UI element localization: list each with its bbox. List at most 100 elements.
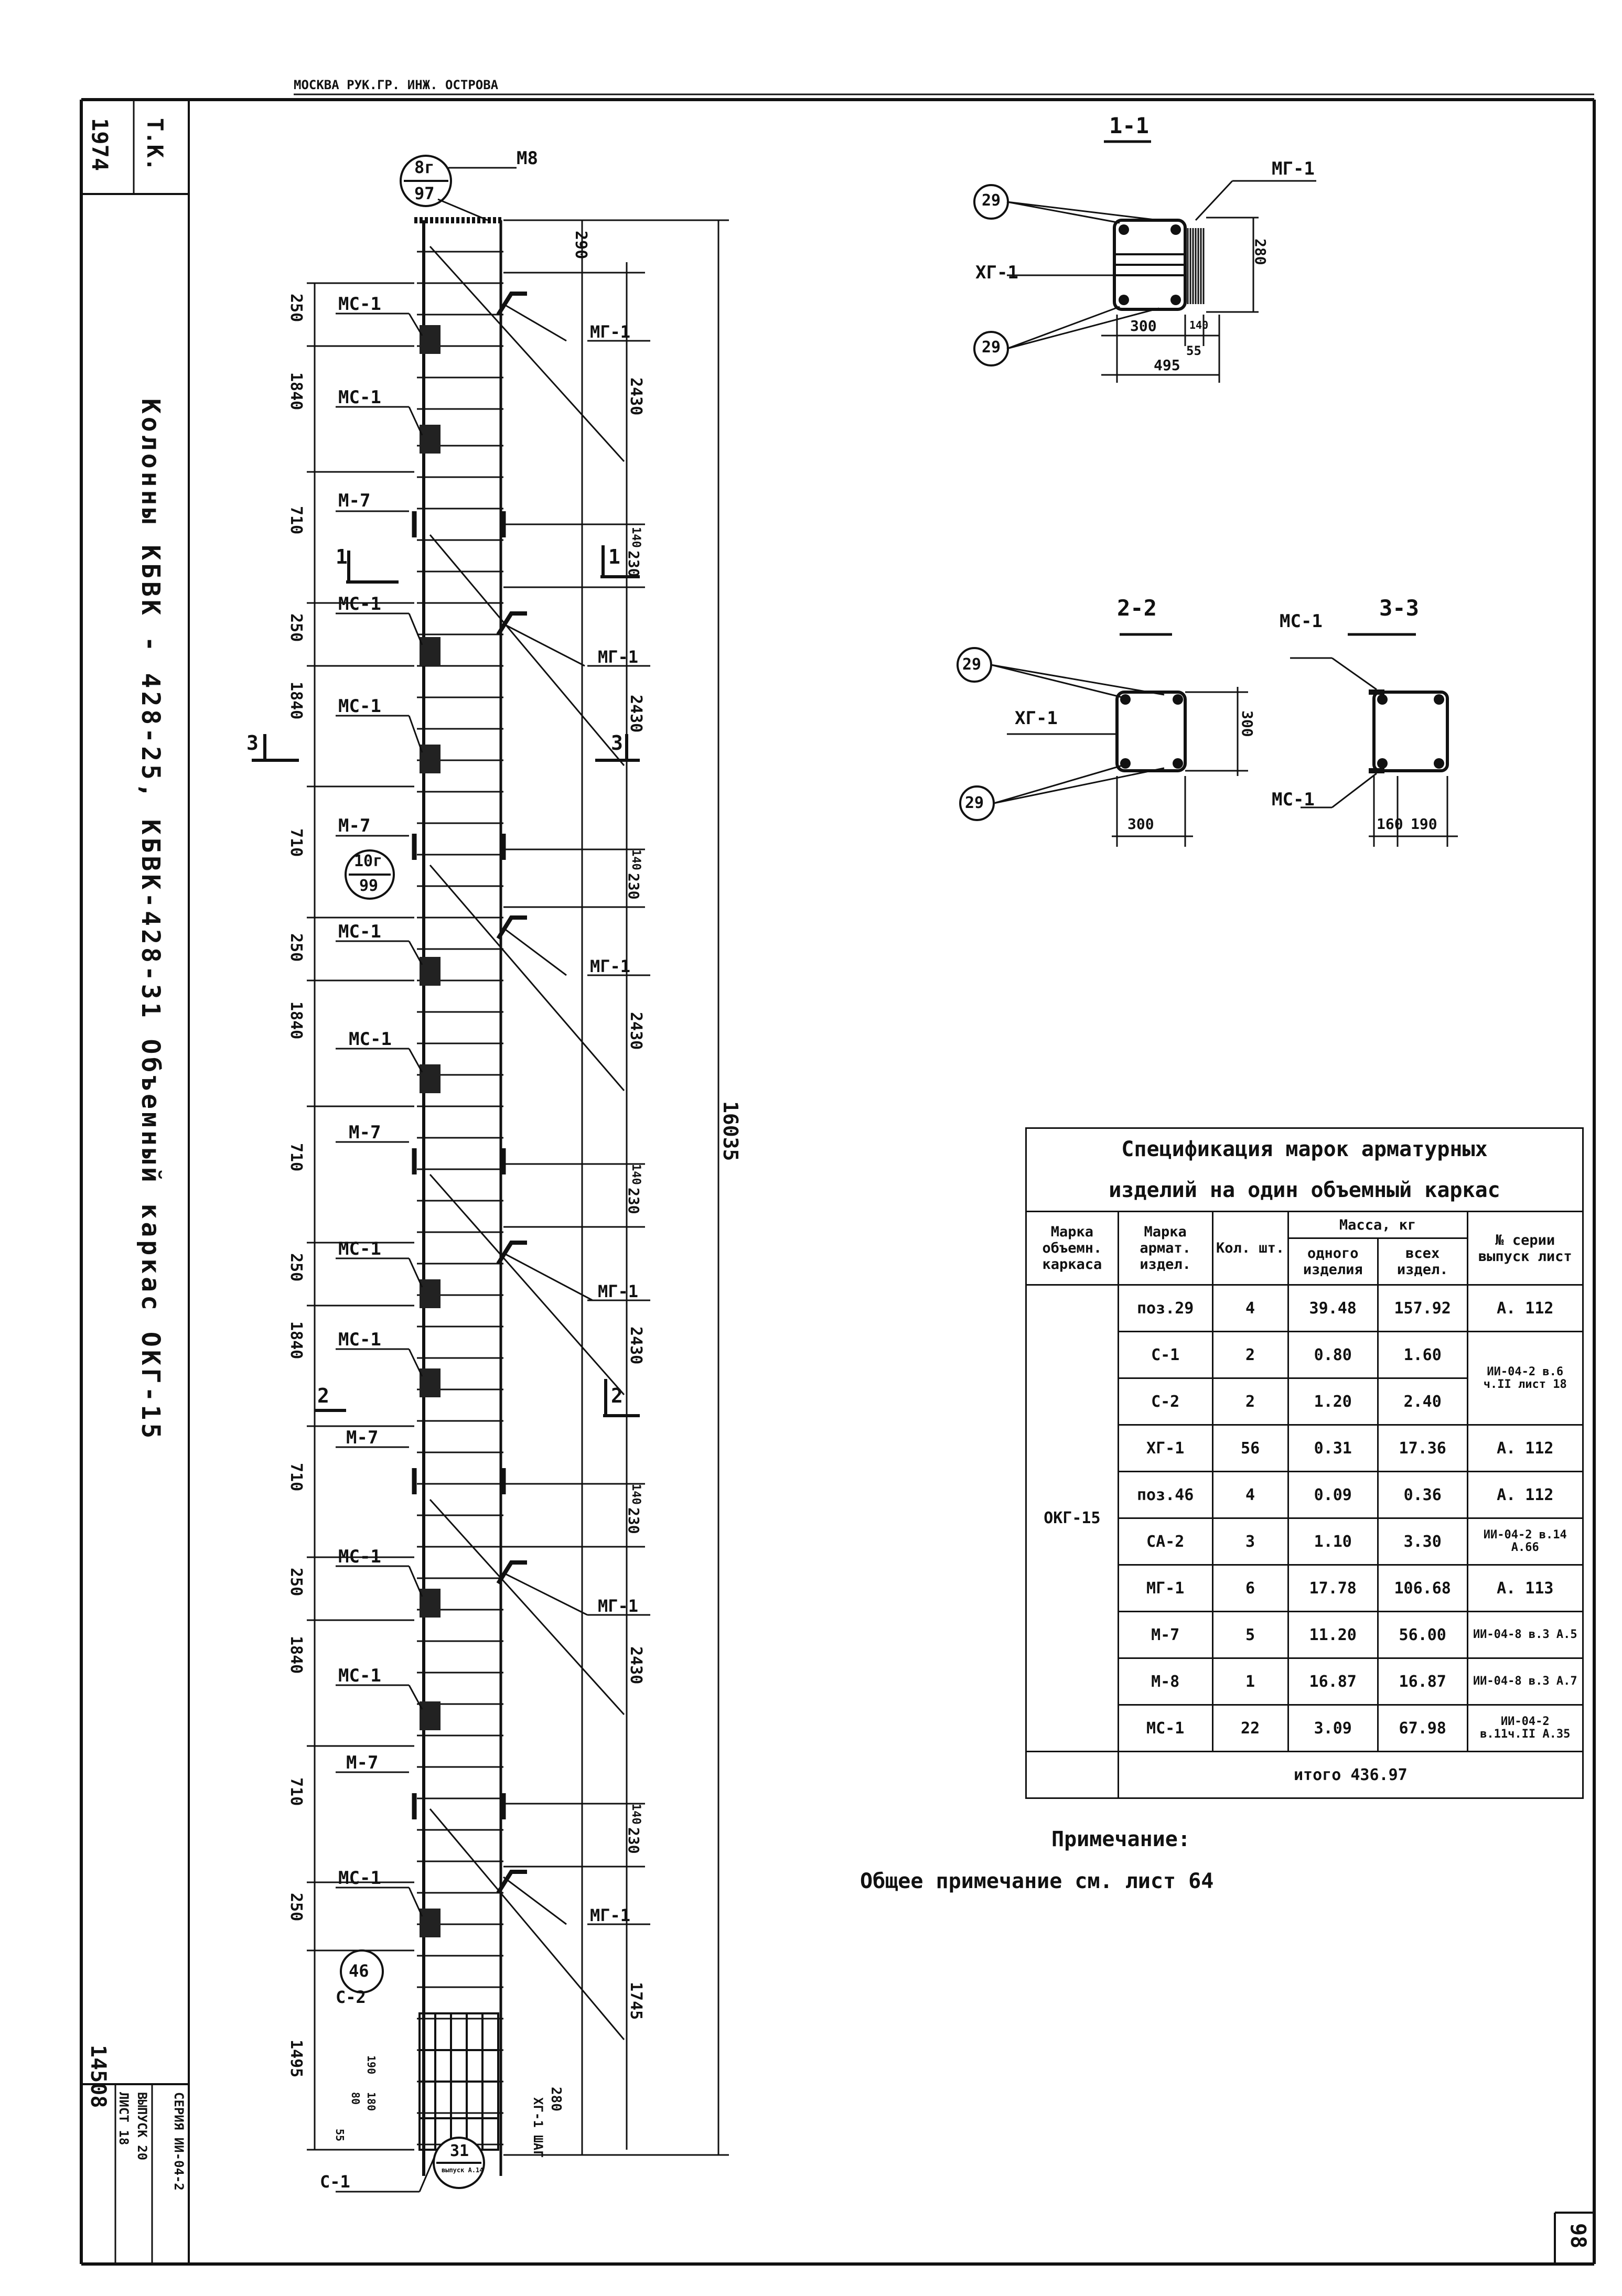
- spec-cell-qty: 2: [1211, 1377, 1289, 1426]
- label-mg1: МГ-1: [590, 1905, 631, 1925]
- dim-left-1840: 1840: [287, 1001, 305, 1040]
- section-3-3-dim-190: 190: [1411, 815, 1437, 833]
- dim-290: 290: [572, 231, 590, 260]
- section-1-1-dim-140: 140: [1189, 319, 1209, 331]
- section-2-2-xg1: ХГ-1: [1015, 708, 1058, 729]
- spec-cell-all: 67.98: [1377, 1704, 1468, 1752]
- section-2-2-callout-29: 29: [965, 794, 984, 812]
- spec-cell-mark: ХГ-1: [1117, 1424, 1213, 1472]
- dim-left-250: 250: [287, 1893, 305, 1922]
- section-3-3-dim-160: 160: [1377, 815, 1403, 833]
- dim-left-1495: 1495: [287, 2040, 305, 2078]
- spec-cell-one: 1.20: [1287, 1377, 1379, 1426]
- dim-left-250: 250: [287, 1253, 305, 1282]
- label-m7: М-7: [346, 1752, 379, 1773]
- page-number: 98: [1566, 2223, 1590, 2249]
- spec-cell-one: 16.87: [1287, 1657, 1379, 1706]
- section-1-1-drawing: [973, 140, 1316, 383]
- label-mg1: МГ-1: [598, 1596, 639, 1616]
- cut-label-1-left: 1: [336, 545, 348, 568]
- label-mc1: МС-1: [338, 1238, 381, 1259]
- spec-title: Спецификация марок арматурных: [1025, 1127, 1584, 1170]
- dim-left-710: 710: [287, 828, 305, 857]
- section-1-1-title: 1-1: [1109, 113, 1149, 138]
- label-m7: М-7: [346, 1427, 379, 1448]
- spec-cell-mark: М-8: [1117, 1657, 1213, 1706]
- table-row: МС-1 22 3.09 67.98 ИИ-04-2 в.11ч.II А.35: [1026, 1704, 1584, 1752]
- spec-cell-qty: 2: [1211, 1331, 1289, 1379]
- dim-2430: 2430: [627, 378, 645, 416]
- callout-31: 31: [450, 2142, 469, 2160]
- spec-cell-one: 39.48: [1287, 1284, 1379, 1332]
- section-1-1-dim-300: 300: [1130, 317, 1157, 335]
- label-mg1: МГ-1: [590, 956, 631, 976]
- label-mg1: МГ-1: [590, 322, 631, 342]
- label-m8: М8: [517, 148, 538, 169]
- spec-cell-mark: С-2: [1117, 1377, 1213, 1426]
- spec-cell-ref: А. 112: [1466, 1284, 1584, 1332]
- column-elevation: [252, 155, 729, 2193]
- dim-left-250: 250: [287, 933, 305, 962]
- section-3-3-drawing: [1290, 633, 1458, 847]
- spec-cell-ref: ИИ-04-2 в.11ч.II А.35: [1466, 1704, 1584, 1752]
- section-3-3-title: 3-3: [1379, 595, 1419, 621]
- spec-cell-one: 11.20: [1287, 1611, 1379, 1659]
- table-row: поз.46 4 0.09 0.36 А. 112: [1026, 1471, 1584, 1519]
- section-2-2-dim-300h: 300: [1127, 815, 1154, 833]
- label-m7: М-7: [338, 490, 371, 511]
- spec-cell-mark: МГ-1: [1117, 1564, 1213, 1612]
- spec-cell-ref: ИИ-04-8 в.3 А.5: [1466, 1611, 1584, 1659]
- table-row: М-8 1 16.87 16.87 ИИ-04-8 в.3 А.7: [1026, 1657, 1584, 1706]
- dim-140: 140: [629, 1164, 642, 1185]
- dim-left-190: 190: [365, 2055, 378, 2075]
- note-text: Общее примечание см. лист 64: [860, 1869, 1214, 1893]
- spec-cell-one: 3.09: [1287, 1704, 1379, 1752]
- spec-header-mass: Масса, кг: [1287, 1211, 1468, 1239]
- spec-header-mass-one: одного изделия: [1287, 1237, 1379, 1286]
- label-mc1: МС-1: [338, 921, 381, 942]
- spec-header-col3: Кол. шт.: [1211, 1211, 1289, 1286]
- cut-label-3-left: 3: [246, 731, 259, 754]
- spec-cell-all: 157.92: [1377, 1284, 1468, 1332]
- spec-cell-qty: 4: [1211, 1284, 1289, 1332]
- table-row: СА-2 3 1.10 3.30 ИИ-04-2 в.14 А.66: [1026, 1517, 1584, 1566]
- section-1-1-callout-29: 29: [982, 338, 1001, 357]
- spec-cell-all: 0.36: [1377, 1471, 1468, 1519]
- cut-label-2-left: 2: [317, 1384, 329, 1407]
- spec-cell-mark: МС-1: [1117, 1704, 1213, 1752]
- spec-cell-all: 2.40: [1377, 1377, 1468, 1426]
- section-2-2-callout-29: 29: [962, 655, 982, 674]
- dim-left-1840: 1840: [287, 1321, 305, 1360]
- spec-cell-qty: 3: [1211, 1517, 1289, 1566]
- dim-left-250: 250: [287, 1568, 305, 1597]
- spec-cell-ref: А. 113: [1466, 1564, 1584, 1612]
- top-title-block: МОСКВА РУК.ГР. ИНЖ. ОСТРОВА: [294, 78, 499, 92]
- section-3-3-mc1: МС-1: [1272, 789, 1315, 810]
- dim-140: 140: [629, 849, 642, 870]
- spec-header-mass-all: всех издел.: [1377, 1237, 1468, 1286]
- label-mc1: МС-1: [338, 1868, 381, 1889]
- dim-left-1840: 1840: [287, 1636, 305, 1674]
- table-row: ХГ-1 56 0.31 17.36 А. 112: [1026, 1424, 1584, 1472]
- spec-cell-qty: 1: [1211, 1657, 1289, 1706]
- section-1-1-dim-55: 55: [1186, 343, 1201, 358]
- label-mc1: МС-1: [338, 696, 381, 717]
- label-mc1: МС-1: [349, 1029, 392, 1050]
- spec-title-line1: Спецификация марок арматурных: [1121, 1137, 1488, 1161]
- spec-header-col2: Марка армат. издел.: [1117, 1211, 1213, 1286]
- spec-cell-ref: ИИ-04-2 в.6 ч.II лист 18: [1466, 1331, 1584, 1426]
- spec-cell-ref: А. 112: [1466, 1471, 1584, 1519]
- spec-cell-all: 106.68: [1377, 1564, 1468, 1612]
- cut-label-3-right: 3: [611, 731, 623, 754]
- spec-cell-mark: поз.46: [1117, 1471, 1213, 1519]
- spec-header-col6: № серии выпуск лист: [1466, 1211, 1584, 1286]
- spec-cell-all: 3.30: [1377, 1517, 1468, 1566]
- dim-280: 280: [548, 2087, 564, 2111]
- spec-cell-all: 56.00: [1377, 1611, 1468, 1659]
- label-c1: С-1: [320, 2172, 350, 2192]
- table-row: С-1 2 0.80 1.60 ИИ-04-2 в.6 ч.II лист 18: [1026, 1331, 1584, 1426]
- dim-left-250: 250: [287, 294, 305, 322]
- spec-cell-qty: 6: [1211, 1564, 1289, 1612]
- spec-cell-qty: 56: [1211, 1424, 1289, 1472]
- dim-left-250: 250: [287, 613, 305, 642]
